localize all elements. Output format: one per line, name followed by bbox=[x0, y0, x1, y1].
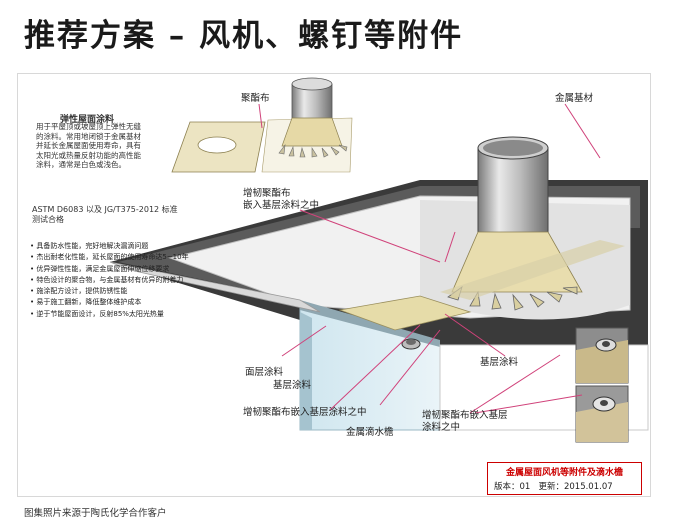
label-metal-substrate: 金属基材 bbox=[555, 93, 594, 104]
cloth-sheet-detail bbox=[171, 121, 266, 173]
inset-photo-2 bbox=[575, 385, 629, 443]
label-top-coat: 面层涂料 bbox=[245, 367, 284, 378]
updated-label: 更新： bbox=[538, 482, 564, 492]
version-value: 01 bbox=[519, 482, 531, 492]
title-block-meta: 版本：01 更新：2015.01.07 bbox=[494, 480, 613, 492]
label-reinforced-cloth-top: 增韧聚酯布 嵌入基层涂料之中 bbox=[243, 188, 320, 211]
label-base-coat: 基层涂料 bbox=[480, 357, 519, 368]
feature-item: 具备防水性能，完好地解决漏滴问题 bbox=[30, 241, 189, 252]
label-reinforced-cloth-bottom: 增韧聚酯布嵌入基层涂料之中 bbox=[243, 407, 367, 418]
label-base-coat-2: 基层涂料 bbox=[273, 380, 312, 391]
feature-item: 杰出耐老化性能，延长屋面的使用寿命达5~10年 bbox=[30, 252, 188, 263]
coating-description: 用于平屋顶或坡屋顶上弹性无缝的涂料。常用地闭锁于金属基材并延长金属屋面使用寿命，… bbox=[36, 122, 141, 169]
footer-source: 图集照片来源于陶氏化学合作客户 bbox=[24, 508, 167, 519]
feature-item: 易于施工翻新，降低整体维护成本 bbox=[30, 297, 189, 308]
feature-item: 优异弹性性能，满足金属屋面伸缩位移要求 bbox=[30, 264, 189, 275]
version-label: 版本： bbox=[494, 482, 520, 492]
title-block: 金属屋面风机等附件及滴水檐 版本：01 更新：2015.01.07 bbox=[487, 462, 642, 495]
feature-item: 逆于节能屋面设计，反射85%太阳光热量 bbox=[30, 309, 189, 320]
feature-item: 特色设计的聚合物，与金属基材有优异的附着力 bbox=[30, 275, 189, 286]
feature-list: 具备防水性能，完好地解决漏滴问题 杰出耐老化性能，延长屋面的使用寿命达5~10年… bbox=[30, 241, 189, 320]
callout-lines bbox=[258, 103, 601, 414]
coating-title: 弹性屋面涂料 bbox=[60, 115, 115, 125]
inset-photo-1 bbox=[575, 327, 629, 384]
main-pipe bbox=[440, 136, 625, 311]
title-block-heading: 金属屋面风机等附件及滴水檐 bbox=[505, 468, 623, 478]
page-title: 推荐方案 – 风机、螺钉等附件 bbox=[24, 18, 464, 54]
label-polyester-cloth: 聚酯布 bbox=[241, 93, 270, 104]
label-metal-drip-edge: 金属滴水檐 bbox=[346, 427, 394, 438]
feature-item: 施涂配方设计，提供防锈性能 bbox=[30, 286, 189, 297]
pipe-flashing-detail bbox=[261, 77, 353, 173]
screw-head bbox=[401, 338, 421, 350]
label-reinforced-cloth-right: 增韧聚酯布嵌入基层 涂料之中 bbox=[422, 410, 508, 433]
updated-value: 2015.01.07 bbox=[563, 482, 613, 492]
standard-text: ASTM D6083 以及 JG/T375-2012 标准测试合格 bbox=[32, 205, 178, 224]
